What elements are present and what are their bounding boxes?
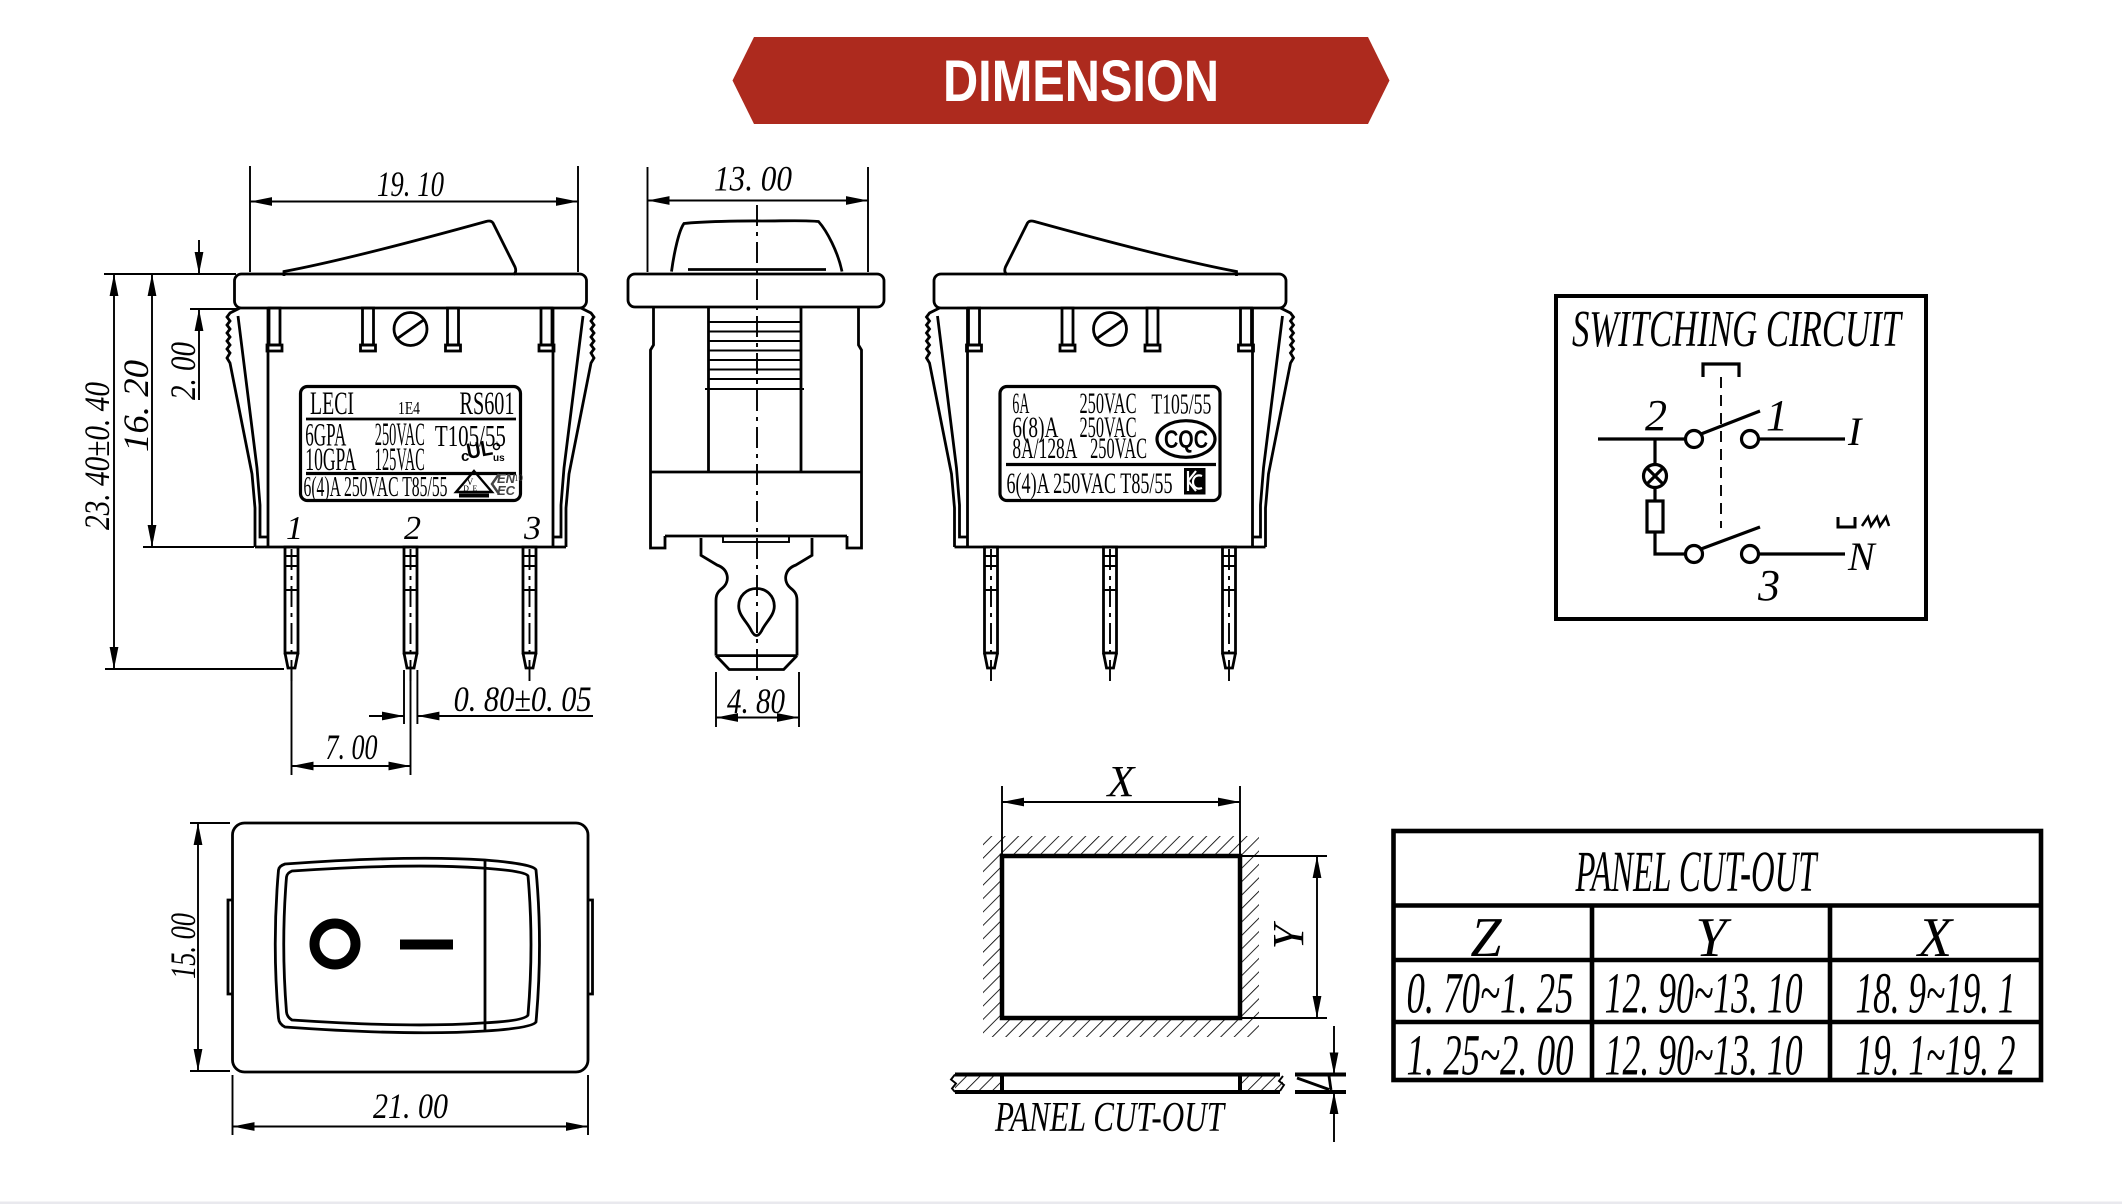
svg-text:2: 2: [404, 510, 421, 547]
svg-text:23. 40±0. 40: 23. 40±0. 40: [77, 382, 117, 530]
svg-text:6A: 6A: [1012, 387, 1029, 420]
svg-text:Y: Y: [1264, 920, 1313, 949]
svg-text:8A/128A: 8A/128A: [1012, 432, 1077, 465]
svg-text:15. 00: 15. 00: [163, 913, 203, 979]
svg-text:250VAC: 250VAC: [1090, 432, 1147, 465]
svg-text:T105/55: T105/55: [1151, 389, 1211, 421]
svg-text:Y: Y: [1695, 907, 1732, 969]
svg-text:6(4)A 250VAC T85/55: 6(4)A 250VAC T85/55: [1007, 467, 1173, 500]
svg-text:2: 2: [1645, 391, 1667, 440]
svg-text:V: V: [467, 477, 474, 487]
svg-text:1: 1: [286, 510, 303, 547]
svg-text:us: us: [493, 453, 505, 464]
svg-text:3: 3: [1757, 561, 1780, 610]
svg-text:E: E: [473, 484, 478, 493]
svg-text:250VAC: 250VAC: [375, 417, 425, 453]
svg-text:250VAC: 250VAC: [1080, 387, 1137, 420]
svg-text:CQC: CQC: [1164, 426, 1208, 454]
svg-text:RS601: RS601: [460, 386, 515, 422]
svg-text:19. 1~19. 2: 19. 1~19. 2: [1856, 1023, 2016, 1088]
svg-text:6(8)A: 6(8)A: [1012, 411, 1058, 444]
svg-text:19. 10: 19. 10: [377, 164, 444, 204]
svg-text:3: 3: [523, 510, 541, 547]
svg-text:125VAC: 125VAC: [375, 442, 425, 478]
svg-text:16. 20: 16. 20: [116, 360, 156, 452]
svg-text:6(4)A 250VAC T85/55: 6(4)A 250VAC T85/55: [304, 471, 448, 503]
svg-text:12. 90~13. 10: 12. 90~13. 10: [1605, 961, 1803, 1026]
svg-text:1: 1: [1766, 391, 1788, 440]
svg-text:1. 25~2. 00: 1. 25~2. 00: [1407, 1023, 1574, 1088]
svg-text:0. 80±0. 05: 0. 80±0. 05: [454, 679, 592, 719]
svg-text:PANEL CUT-OUT: PANEL CUT-OUT: [994, 1095, 1226, 1141]
svg-text:6GPA: 6GPA: [305, 418, 346, 454]
svg-text:EC: EC: [497, 483, 516, 498]
svg-text:PANEL CUT-OUT: PANEL CUT-OUT: [1575, 839, 1819, 904]
svg-text:7. 00: 7. 00: [326, 727, 378, 767]
svg-text:I: I: [1847, 409, 1863, 454]
svg-text:X: X: [1106, 757, 1137, 806]
svg-text:1E4: 1E4: [398, 398, 420, 418]
svg-text:10GPA: 10GPA: [305, 442, 356, 478]
svg-text:12. 90~13. 10: 12. 90~13. 10: [1605, 1023, 1803, 1088]
svg-text:SWITCHING CIRCUIT: SWITCHING CIRCUIT: [1572, 301, 1903, 358]
svg-text:X: X: [1916, 907, 1955, 969]
svg-text:21. 00: 21. 00: [373, 1086, 448, 1126]
svg-text:2. 00: 2. 00: [163, 342, 203, 400]
svg-text:D: D: [463, 484, 469, 493]
svg-text:18. 9~19. 1: 18. 9~19. 1: [1856, 961, 2016, 1026]
svg-text:4. 80: 4. 80: [727, 681, 785, 721]
svg-text:250VAC: 250VAC: [1080, 411, 1137, 444]
svg-text:N: N: [1847, 534, 1877, 579]
svg-text:LECI: LECI: [310, 386, 354, 422]
svg-text:10: 10: [514, 473, 524, 483]
svg-text:UL: UL: [465, 435, 495, 464]
svg-text:Z: Z: [1470, 907, 1502, 969]
svg-text:0. 70~1. 25: 0. 70~1. 25: [1407, 961, 1574, 1026]
svg-text:DIMENSION: DIMENSION: [943, 49, 1219, 114]
svg-text:13. 00: 13. 00: [714, 159, 792, 199]
svg-text:c: c: [461, 448, 469, 465]
svg-text:EN: EN: [497, 471, 516, 486]
